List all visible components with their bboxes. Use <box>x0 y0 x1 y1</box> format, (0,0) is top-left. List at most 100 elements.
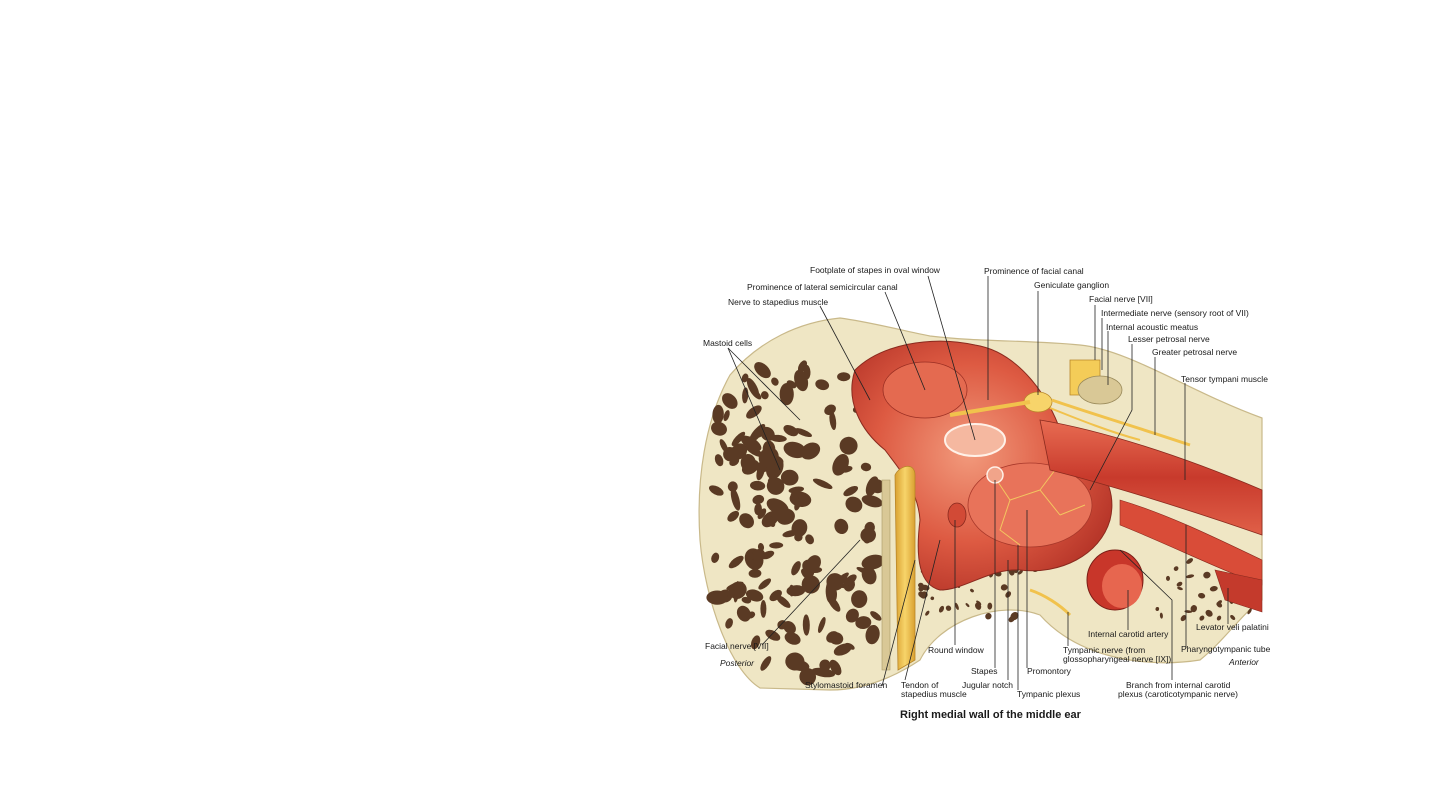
mastoid-cell <box>1173 566 1179 571</box>
mastoid-cell <box>731 431 746 446</box>
label-promontory: Promontory <box>1027 666 1072 676</box>
mastoid-cell <box>985 612 992 620</box>
mastoid-cell <box>1216 600 1223 606</box>
mastoid-cell <box>728 555 744 569</box>
label-tympanic-nerve-1: Tympanic nerve (from <box>1063 645 1145 655</box>
mastoid-cell <box>760 391 769 400</box>
mastoid-cell <box>776 595 791 608</box>
mastoid-cell <box>790 492 799 505</box>
mastoid-cell <box>752 494 765 505</box>
mastoid-cell <box>769 589 782 602</box>
mastoid-cell <box>1159 612 1163 619</box>
facial-nerve-vertical <box>881 465 916 671</box>
mastoid-cell <box>730 443 748 460</box>
mastoid-cell <box>845 608 859 623</box>
mastoid-cell <box>1198 592 1206 599</box>
mastoid-cell <box>801 575 820 594</box>
mastoid-cell <box>711 552 720 563</box>
label-lesser-petrosal: Lesser petrosal nerve <box>1128 334 1210 344</box>
mastoid-cell <box>865 624 880 645</box>
label-branch-1: Branch from internal carotid <box>1126 680 1231 690</box>
mastoid-cell <box>1186 558 1194 564</box>
mastoid-cell <box>736 605 751 622</box>
mastoid-cell <box>829 632 844 645</box>
mastoid-cell <box>760 600 767 618</box>
mastoid-cell <box>765 629 781 641</box>
mastoid-cell <box>860 462 872 472</box>
mastoid-cell <box>788 486 805 494</box>
label-jugular: Jugular notch <box>962 680 1013 690</box>
tympanic-plexus-branches <box>989 469 1086 546</box>
internal-carotid-artery <box>1086 549 1144 611</box>
label-internal-acoustic: Internal acoustic meatus <box>1106 322 1198 332</box>
mastoid-cell <box>791 561 801 576</box>
mastoid-cell <box>783 424 799 437</box>
mastoid-cells <box>706 360 1260 686</box>
mastoid-cell <box>714 454 724 467</box>
mastoid-cell <box>750 480 766 491</box>
mastoid-cell <box>918 582 924 588</box>
tympanic-nerve <box>1029 588 1072 617</box>
label-tympanic-nerve-2: glossopharyngeal nerve [IX]) <box>1063 654 1171 664</box>
label-posterior: Posterior <box>720 658 755 668</box>
label-prominence-facial: Prominence of facial canal <box>984 266 1084 276</box>
mastoid-cell <box>769 542 784 549</box>
mastoid-cell <box>1018 570 1023 575</box>
mastoid-cell <box>1180 615 1187 622</box>
mastoid-cell <box>754 362 771 379</box>
label-nerve-stapedius: Nerve to stapedius muscle <box>728 297 828 307</box>
label-tympanic-plexus: Tympanic plexus <box>1017 689 1080 699</box>
mastoid-cell <box>1209 586 1218 592</box>
mastoid-cell <box>945 605 952 611</box>
mastoid-cell <box>757 543 765 552</box>
mastoid-cell <box>856 567 874 576</box>
mastoid-cell <box>918 586 924 592</box>
mastoid-cell <box>787 659 810 671</box>
round-window <box>947 502 967 528</box>
mastoid-cell <box>1165 575 1171 581</box>
mastoid-cell <box>784 632 801 645</box>
mastoid-cell <box>725 618 733 629</box>
mastoid-cell <box>1203 571 1211 579</box>
label-intermediate: Intermediate nerve (sensory root of VII) <box>1101 308 1249 318</box>
label-facial-top: Facial nerve [VII] <box>1089 294 1153 304</box>
label-pharyngotympanic: Pharyngotympanic tube <box>1181 644 1271 654</box>
mastoid-cell <box>1230 614 1236 621</box>
mastoid-cell <box>786 585 806 597</box>
label-round-window: Round window <box>928 645 985 655</box>
mastoid-cell <box>750 635 761 650</box>
internal-acoustic-meatus <box>1077 375 1123 405</box>
label-geniculate: Geniculate ganglion <box>1034 280 1109 290</box>
mastoid-cell <box>843 574 857 586</box>
label-tendon-2: stapedius muscle <box>901 689 967 699</box>
mastoid-cell <box>829 410 837 431</box>
mastoid-cell <box>739 513 754 529</box>
mastoid-cell <box>970 588 974 593</box>
mastoid-cell <box>727 589 736 597</box>
mastoid-cell <box>711 421 727 436</box>
mastoid-cell <box>812 478 833 490</box>
mastoid-cell <box>825 578 836 601</box>
mastoid-cell <box>741 373 749 383</box>
mastoid-cell <box>757 508 767 520</box>
mastoid-cell <box>746 405 762 419</box>
mastoid-cell <box>769 434 787 442</box>
tensor-tympani-muscle <box>1039 419 1263 613</box>
mastoid-cell <box>753 430 762 438</box>
mastoid-cell <box>782 529 799 538</box>
mastoid-cell <box>954 602 959 610</box>
leader-lines <box>727 275 1229 690</box>
mastoid-cell <box>1247 608 1252 615</box>
mastoid-cell <box>839 436 858 455</box>
label-stapes: Stapes <box>971 666 997 676</box>
mastoid-cell <box>1010 612 1019 621</box>
mastoid-cell <box>1155 607 1160 611</box>
mastoid-cell <box>777 620 788 630</box>
label-internal-carotid: Internal carotid artery <box>1088 629 1169 639</box>
mastoid-cell <box>709 485 724 496</box>
mastoid-cell <box>1199 615 1205 621</box>
mastoid-cell <box>712 404 724 424</box>
mastoid-cell <box>860 527 876 543</box>
mastoid-cell <box>740 435 762 452</box>
